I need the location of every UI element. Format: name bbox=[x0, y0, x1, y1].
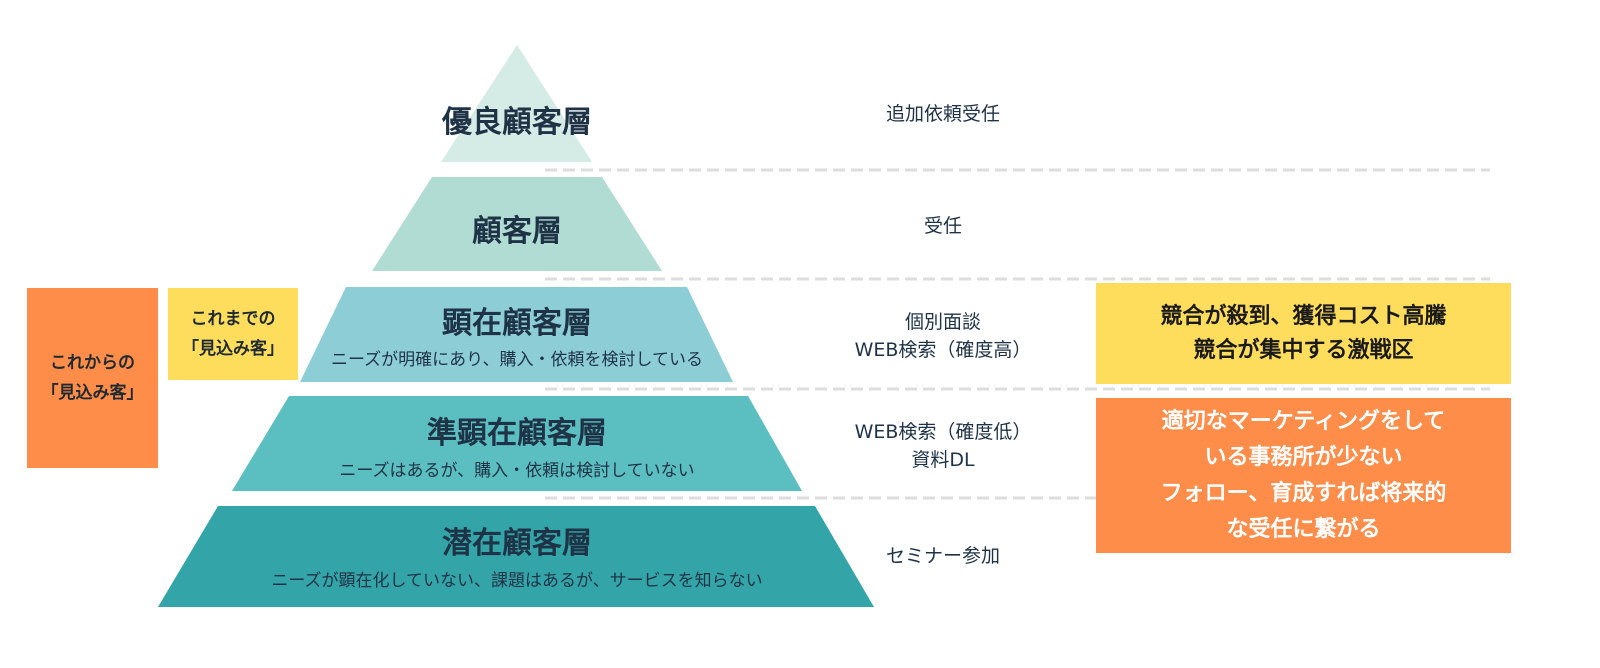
tier-1-shape bbox=[441, 45, 592, 162]
competition-box: 競合が殺到、獲得コスト高騰 競合が集中する激戦区 bbox=[1096, 283, 1511, 384]
tier-1-title: 優良顧客層 bbox=[442, 105, 592, 140]
tier-5-title: 潜在顧客層 bbox=[442, 526, 592, 561]
tier-2-action: 受任 bbox=[923, 215, 962, 237]
tier-4-action: WEB検索（確度低） 資料DL bbox=[854, 421, 1032, 471]
tier-2-shape bbox=[372, 177, 662, 271]
tier-3-title: 顕在顧客層 bbox=[442, 306, 592, 341]
tier-4-shape bbox=[232, 396, 802, 491]
tier-5-action: セミナー参加 bbox=[885, 545, 1000, 567]
future-prospects-box: これからの 「見込み客」 bbox=[27, 288, 158, 468]
tier-1-action: 追加依頼受任 bbox=[885, 103, 1000, 125]
tier-4-title: 準顕在顧客層 bbox=[427, 416, 607, 451]
tier-3-shape bbox=[300, 287, 733, 382]
past-prospects-box: これまでの 「見込み客」 bbox=[168, 288, 298, 380]
tier-3-desc: ニーズが明確にあり、購入・依頼を検討している bbox=[331, 350, 703, 370]
tier-4-desc: ニーズはあるが、購入・依頼は検討していない bbox=[339, 461, 695, 481]
tier-5-desc: ニーズが顕在化していない、課題はあるが、サービスを知らない bbox=[271, 571, 763, 591]
opportunity-box: 適切なマーケティングをして いる事務所が少ない フォロー、育成すれば将来的 な受… bbox=[1096, 398, 1511, 553]
tier-2-title: 顧客層 bbox=[472, 214, 562, 249]
tier-3-action: 個別面談 WEB検索（確度高） bbox=[854, 311, 1032, 361]
tier-5-shape bbox=[158, 506, 874, 607]
